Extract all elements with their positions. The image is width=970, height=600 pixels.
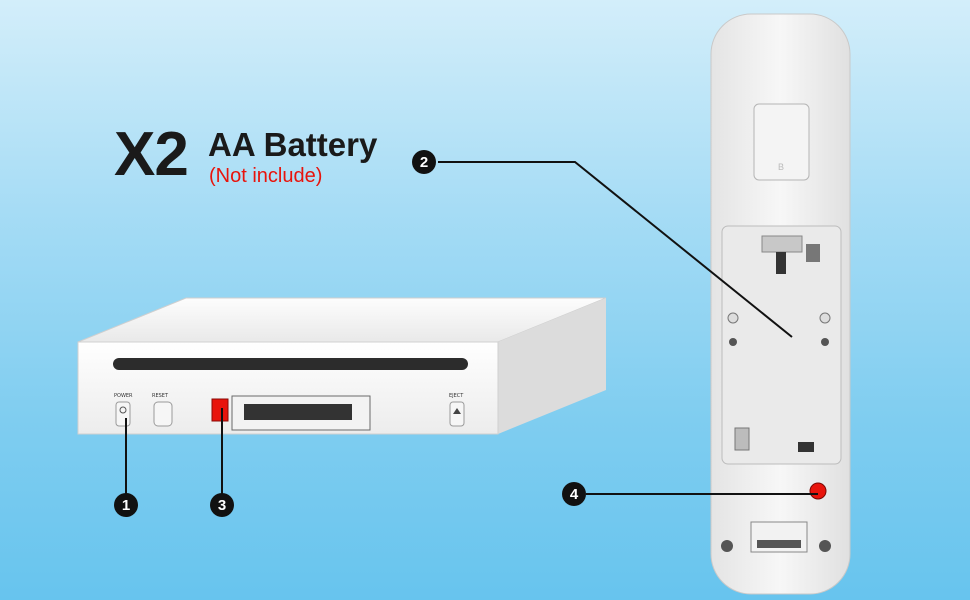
callout-lines xyxy=(125,161,818,502)
power-label: POWER xyxy=(114,393,133,399)
eject-label: EJECT xyxy=(449,393,464,399)
sd-slot xyxy=(244,404,352,420)
battery-compartment xyxy=(721,225,842,465)
sync-button-remote xyxy=(809,482,827,500)
callout-1: 1 xyxy=(114,493,138,517)
wii-console: POWER RESET EJECT xyxy=(77,297,607,435)
battery-label: AA Battery xyxy=(208,126,378,163)
battery-terminal-top xyxy=(761,235,803,253)
battery-spring xyxy=(734,427,750,451)
callout-2: 2 xyxy=(412,150,436,174)
reset-button xyxy=(153,401,173,427)
reset-label: RESET xyxy=(152,393,169,399)
console-side xyxy=(498,298,606,434)
quantity-text: X2 xyxy=(114,120,189,189)
callout-3: 3 xyxy=(210,493,234,517)
sync-button xyxy=(211,398,229,422)
not-included-note: (Not include) xyxy=(209,165,323,187)
disc-slot xyxy=(113,358,468,370)
wii-remote: B xyxy=(710,13,851,595)
power-button xyxy=(115,401,131,427)
eject-icon xyxy=(453,408,461,414)
b-trigger-letter: B xyxy=(778,162,784,172)
b-trigger xyxy=(753,103,810,181)
power-icon xyxy=(119,406,127,414)
callout-4: 4 xyxy=(562,482,586,506)
